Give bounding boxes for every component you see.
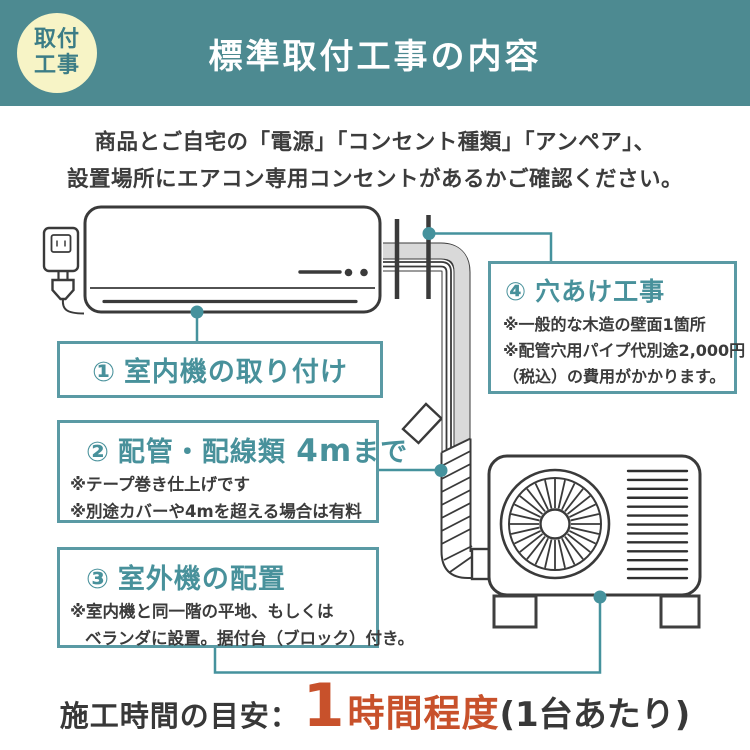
step1-number: ① [92, 357, 116, 388]
time-estimate-number: 1 [302, 671, 345, 741]
page-title: 標準取付工事の内容 [208, 36, 542, 77]
step3-notes: ※室内機と同一階の平地、もしくは ベランダに設置。据付台（ブロック）付き。 [70, 602, 415, 648]
time-estimate-label: 施工時間の目安： [59, 699, 300, 733]
badge-line2: 工事 [33, 53, 80, 78]
pipe-bundle [383, 242, 471, 452]
power-outlet-and-plug [42, 226, 85, 315]
intro-line2: 設置場所にエアコン専用コンセントがあるかご確認ください。 [66, 167, 683, 192]
outdoor-unit-grille [626, 469, 689, 580]
pipe-connection-port [470, 547, 491, 581]
outdoor-unit-fan [499, 468, 611, 580]
outdoor-unit [487, 454, 702, 629]
indoor-unit-display [298, 268, 368, 277]
outdoor-unit-foot-right [659, 594, 701, 629]
indoor-unit [83, 205, 382, 314]
time-estimate-unit: 時間程度 [347, 692, 500, 735]
installation-badge: 取付 工事 [17, 13, 97, 93]
taped-pipe-section [440, 437, 491, 581]
badge-line1: 取付 [33, 27, 80, 52]
connector-dots [190, 227, 607, 604]
time-estimate: 施工時間の目安： 1 時間程度 (1台あたり) [0, 676, 750, 737]
step3-number: ③ [86, 564, 110, 595]
connector-lines [195, 232, 602, 674]
step4-notes: ※一般的な木造の壁面1箇所 ※配管穴用パイプ代別途2,000円 （税込）の費用が… [503, 315, 746, 386]
header-banner: 標準取付工事の内容 [0, 0, 750, 106]
intro-text: 商品とご自宅の「電源」「コンセント種類」「アンペア」、 設置場所にエアコン専用コ… [0, 124, 750, 198]
intro-line1: 商品とご自宅の「電源」「コンセント種類」「アンペア」、 [94, 130, 656, 155]
step2-notes: ※テープ巻き仕上げです ※別途カバーや4mを超える場合は有料 [70, 475, 362, 521]
step2-number: ② [86, 437, 110, 468]
pipe-break-symbol [401, 402, 444, 445]
time-estimate-suffix: (1台あたり) [499, 695, 691, 735]
step4-number: ④ [505, 277, 528, 306]
outdoor-unit-foot-left [492, 594, 538, 629]
